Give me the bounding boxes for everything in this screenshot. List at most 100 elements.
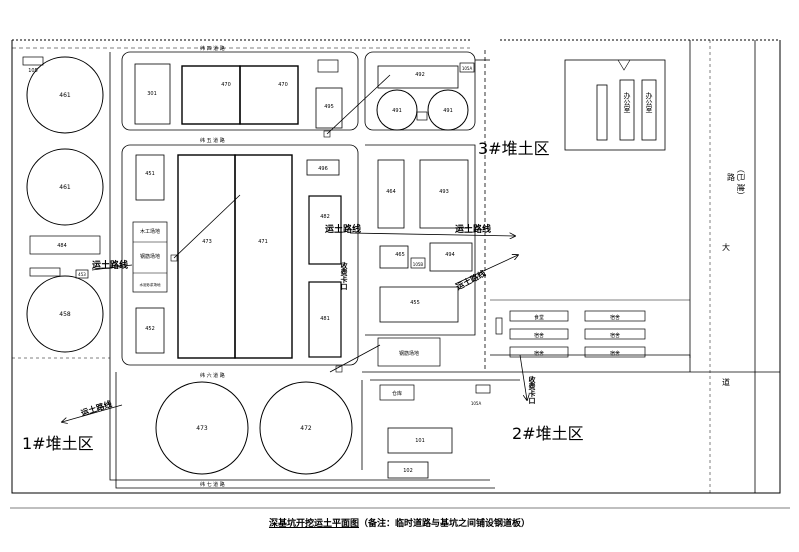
office-compound xyxy=(564,59,666,151)
tank-491a: 491 xyxy=(376,89,418,131)
svg-text:484: 484 xyxy=(57,243,67,249)
svg-text:101: 101 xyxy=(415,438,425,444)
building-452: 452 xyxy=(135,307,165,354)
svg-text:470: 470 xyxy=(221,82,231,88)
svg-text:452: 452 xyxy=(145,326,155,332)
building-451: 451 xyxy=(135,154,165,201)
marker-box-1 xyxy=(170,254,178,262)
svg-text:451: 451 xyxy=(145,171,155,177)
building-481: 481 xyxy=(308,281,342,358)
svg-text:钢筋场地: 钢筋场地 xyxy=(140,253,160,260)
svg-text:472: 472 xyxy=(300,425,312,432)
zone-1-label: 1#堆土区 xyxy=(22,434,94,453)
tank-458: 458 xyxy=(26,275,104,353)
tank-461b: 461 xyxy=(26,148,104,226)
building-465: 465 xyxy=(379,245,409,269)
dorm-2: 宿舍 xyxy=(610,314,620,321)
svg-text:钢筋场地: 钢筋场地 xyxy=(399,350,419,357)
svg-text:470: 470 xyxy=(278,82,288,88)
dorm-3: 宿舍 xyxy=(534,332,544,339)
building-470a: 470 xyxy=(181,65,241,125)
svg-text:458: 458 xyxy=(59,311,71,318)
route-label-bottom: 运土路线 xyxy=(80,399,114,418)
caption-note: （备注：临时道路与基坑之间铺设钢道板） xyxy=(359,519,531,529)
building-492: 492 xyxy=(377,65,459,89)
east-highway xyxy=(689,40,756,493)
haul-route-lines xyxy=(62,74,527,422)
building-494: 494 xyxy=(429,242,473,272)
svg-text:494: 494 xyxy=(445,252,455,258)
building-455: 455 xyxy=(379,286,459,323)
small-box-upper xyxy=(317,59,339,73)
dorm-4: 宿舍 xyxy=(610,332,620,339)
building-105: 105 xyxy=(22,56,44,74)
svg-text:491: 491 xyxy=(392,108,402,114)
svg-text:496: 496 xyxy=(318,166,328,172)
marker-box-3 xyxy=(335,365,343,373)
svg-text:105: 105 xyxy=(28,68,38,74)
route-label-right1: 运土路线 xyxy=(455,223,491,235)
svg-text:495: 495 xyxy=(324,104,334,110)
office-1-label: 办公室 xyxy=(623,91,631,113)
road-label-bottom: 纬 七 道 路 xyxy=(200,481,225,488)
route-label-right2: 运土路线 xyxy=(454,268,487,292)
svg-text:461: 461 xyxy=(59,184,71,191)
svg-text:105A: 105A xyxy=(471,401,482,406)
svg-text:464: 464 xyxy=(386,189,396,195)
tank-461a: 461 xyxy=(26,56,104,134)
route-label-main: 运土路线 xyxy=(325,223,361,235)
svg-text:473: 473 xyxy=(202,239,212,245)
tank-472: 472 xyxy=(259,381,353,475)
building-105a: 105A xyxy=(459,62,475,73)
pump-box xyxy=(416,111,428,121)
svg-text:491: 491 xyxy=(443,108,453,114)
yard-rebar: 钢筋场地 xyxy=(377,337,441,367)
yard-carpentry: 木工场地 钢筋场地 水泥砂浆场地 xyxy=(132,221,168,293)
route-label-left: 运土路线 xyxy=(92,259,128,271)
road-label-right4: 路 xyxy=(727,172,735,182)
road-label-right3: （已 建） xyxy=(736,165,746,200)
tank-473: 473 xyxy=(155,381,249,475)
svg-text:481: 481 xyxy=(320,316,330,322)
building-301: 301 xyxy=(134,63,171,125)
svg-text:105A: 105A xyxy=(462,66,473,71)
dorm-area xyxy=(495,310,646,358)
svg-text:102: 102 xyxy=(403,468,413,474)
building-471: 471 xyxy=(234,154,293,359)
svg-text:水泥砂浆场地: 水泥砂浆场地 xyxy=(140,282,161,287)
building-453: 453 xyxy=(75,269,89,279)
road-label-top: 纬 四 道 路 xyxy=(200,45,225,52)
building-101: 101 xyxy=(387,427,453,454)
building-105b: 105B xyxy=(410,257,426,269)
building-482: 482 xyxy=(308,195,342,265)
road-label-right2: 道 xyxy=(722,377,730,387)
svg-text:301: 301 xyxy=(147,91,157,97)
marker-box-2 xyxy=(323,130,331,138)
building-105c: 105A xyxy=(471,384,491,406)
site-boundary xyxy=(11,39,781,494)
building-493: 493 xyxy=(419,159,469,229)
svg-text:木工场地: 木工场地 xyxy=(140,228,160,235)
building-470b: 470 xyxy=(239,65,299,125)
road-label-mid: 纬 五 道 路 xyxy=(200,137,225,144)
road-label-right1: 大 xyxy=(722,242,730,252)
plan-caption: 深基坑开挖运土平面图（备注：临时道路与基坑之间铺设钢道板） xyxy=(0,516,799,529)
internal-roads xyxy=(12,50,780,489)
tank-491b: 491 xyxy=(427,89,469,131)
svg-text:471: 471 xyxy=(258,239,268,245)
route-label-v2: 收费卡口 xyxy=(528,375,537,405)
svg-text:461: 461 xyxy=(59,92,71,99)
zone-2-label: 2#堆土区 xyxy=(512,424,584,443)
building-473: 473 xyxy=(177,154,236,359)
svg-text:482: 482 xyxy=(320,214,330,220)
building-102: 102 xyxy=(387,461,429,479)
caption-title: 深基坑开挖运土平面图 xyxy=(268,519,359,529)
building-496: 496 xyxy=(306,159,340,176)
office-2-label: 办公室 xyxy=(645,91,653,113)
warehouse: 仓库 xyxy=(379,384,415,401)
road-label-lower: 纬 六 道 路 xyxy=(200,372,225,379)
building-495: 495 xyxy=(315,87,343,129)
dorm-5: 宿舍 xyxy=(534,350,544,357)
svg-text:473: 473 xyxy=(196,425,208,432)
